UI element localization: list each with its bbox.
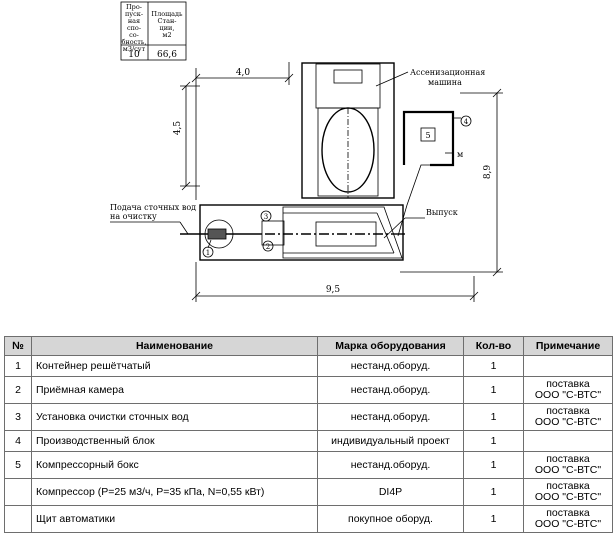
header-num: № <box>4 336 32 356</box>
dim-left-label: 4,5 <box>173 121 183 136</box>
callout-5: 5 <box>425 131 430 140</box>
sewage-truck <box>301 62 395 199</box>
dim-top-label: 4,0 <box>236 68 251 78</box>
dimension-left: 4,5 <box>173 81 200 191</box>
callout-3: 3 <box>264 213 268 221</box>
callout-2: 2 <box>266 243 270 251</box>
label-machine-1: Ассенизационная <box>410 68 485 77</box>
equipment-spec-table: № Наименование Марка оборудования Кол-во… <box>4 336 613 533</box>
header-note: Примечание <box>523 336 613 356</box>
table-row: 4 Производственный блок индивидуальный п… <box>4 430 613 452</box>
grate-container: 1 <box>180 219 262 258</box>
callout-4: 4 <box>464 118 469 126</box>
dimension-bottom: 9,5 <box>191 262 479 302</box>
dim-bottom-label: 9,5 <box>326 285 341 295</box>
header-mark: Марка оборудования <box>317 336 464 356</box>
dim-right-label: 8,9 <box>483 165 493 180</box>
label-machine-2: машина <box>428 78 462 87</box>
callout-1: 1 <box>206 249 210 257</box>
table-row: 2 Приёмная камера нестанд.оборуд. 1 пост… <box>4 376 613 404</box>
treatment-plant: 3 2 <box>199 204 404 261</box>
label-outlet: Выпуск <box>426 208 458 217</box>
label-inlet-1: Подача сточных вод <box>110 203 196 212</box>
header-qty: Кол-во <box>463 336 524 356</box>
dimension-top: 4,0 <box>191 62 294 200</box>
label-inlet-2: на очистку <box>110 212 157 221</box>
label-m: м <box>457 150 463 159</box>
table-row: Компрессор (Р=25 м3/ч, Р=35 кПа, N=0,55 … <box>4 478 613 506</box>
header-name: Наименование <box>31 336 318 356</box>
table-row: 3 Установка очистки сточных вод нестанд.… <box>4 403 613 431</box>
capacity-value: 10 <box>128 50 140 60</box>
production-block: 4 5 м <box>402 110 472 167</box>
table-row: Щит автоматики покупное оборуд. 1 постав… <box>4 505 613 533</box>
dimension-right: 8,9 <box>400 88 503 277</box>
table-row: 5 Компрессорный бокс нестанд.оборуд. 1 п… <box>4 451 613 479</box>
spec-header-row: № Наименование Марка оборудования Кол-во… <box>4 336 613 356</box>
area-value: 66,6 <box>157 50 177 60</box>
table-row: 1 Контейнер решётчатый нестанд.оборуд. 1 <box>4 355 613 377</box>
